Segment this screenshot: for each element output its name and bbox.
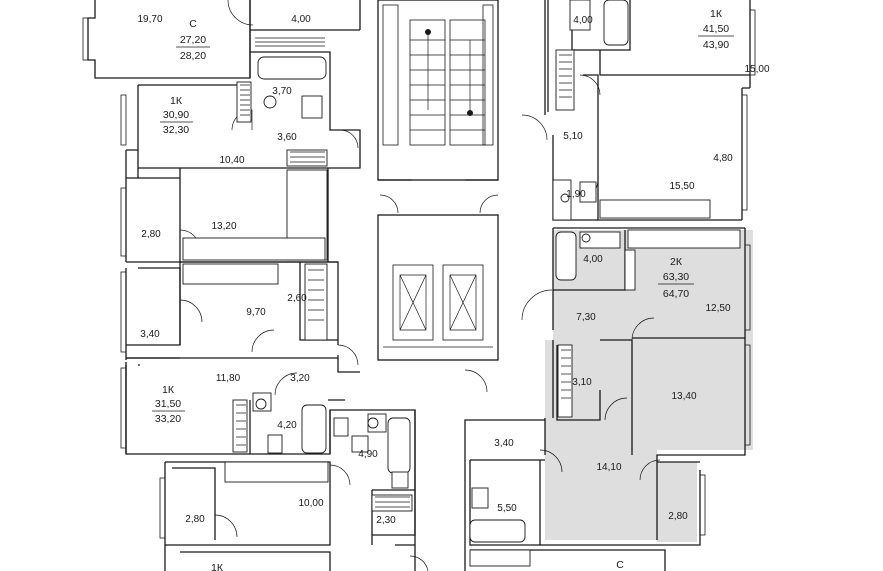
apartment-top-left: С 27,20 28,20 bbox=[176, 18, 210, 62]
apartment-living-area: 30,90 bbox=[163, 109, 189, 121]
room-area: 15,50 bbox=[669, 181, 694, 192]
room-area: 1,90 bbox=[566, 189, 586, 200]
room-area: 7,30 bbox=[576, 312, 596, 323]
apartment-bottom-left: 1К bbox=[211, 562, 224, 571]
room-area: 19,70 bbox=[137, 14, 162, 25]
apartment-total-area: 32,30 bbox=[163, 124, 189, 136]
room-area: 5,50 bbox=[497, 503, 517, 514]
room-area: 10,40 bbox=[219, 155, 244, 166]
apartment-type: 1К bbox=[710, 8, 723, 20]
apartment-left-2: 1К 31,50 33,20 bbox=[152, 384, 185, 425]
room-area: 9,70 bbox=[246, 307, 266, 318]
room-area: 3,10 bbox=[572, 377, 592, 388]
apartment-living-area: 41,50 bbox=[703, 23, 729, 35]
room-area: 2,30 bbox=[376, 515, 396, 526]
room-areas: 19,70 4,00 3,70 3,60 10,40 13,20 2,80 9,… bbox=[137, 14, 769, 526]
fixtures bbox=[182, 0, 741, 567]
apartment-living-area: 31,50 bbox=[155, 398, 181, 410]
room-area: 2,80 bbox=[668, 511, 688, 522]
room-area: 3,70 bbox=[272, 86, 292, 97]
room-area: 4,20 bbox=[277, 420, 297, 431]
room-area: 3,40 bbox=[494, 438, 514, 449]
room-area: 5,10 bbox=[563, 131, 583, 142]
apartment-type: С bbox=[616, 559, 624, 571]
room-area: 4,00 bbox=[573, 15, 593, 26]
room-area: 13,20 bbox=[211, 221, 236, 232]
core-walls bbox=[377, 0, 499, 361]
left-windows bbox=[82, 17, 166, 539]
room-area: 13,40 bbox=[671, 391, 696, 402]
room-area: 12,50 bbox=[705, 303, 730, 314]
apartment-living-area: 27,20 bbox=[180, 34, 206, 46]
apartment-type: 1К bbox=[170, 95, 183, 107]
room-area: 4,90 bbox=[358, 449, 378, 460]
room-area: 2,80 bbox=[185, 514, 205, 525]
apartment-type: 2К bbox=[670, 256, 683, 268]
room-area: 4,00 bbox=[583, 254, 603, 265]
room-area: 14,10 bbox=[596, 462, 621, 473]
room-area: 3,60 bbox=[277, 132, 297, 143]
left-block-walls bbox=[87, 0, 416, 571]
room-area: 4,80 bbox=[713, 153, 733, 164]
apartment-type: 1К bbox=[162, 384, 175, 396]
right-block-walls bbox=[464, 0, 751, 571]
room-area: 2,60 bbox=[287, 293, 307, 304]
apartment-total-area: 43,90 bbox=[703, 39, 729, 51]
apartment-right-2k: 2К 63,30 64,70 bbox=[658, 256, 694, 300]
room-area: 15,00 bbox=[744, 64, 769, 75]
room-area: 10,00 bbox=[298, 498, 323, 509]
room-area: 11,80 bbox=[216, 373, 241, 384]
apartment-total-area: 28,20 bbox=[180, 50, 206, 62]
apartment-total-area: 33,20 bbox=[155, 413, 181, 425]
room-area: 4,00 bbox=[291, 14, 311, 25]
apartment-living-area: 63,30 bbox=[663, 271, 689, 283]
right-windows bbox=[699, 9, 756, 536]
apartment-top-right: 1К 41,50 43,90 bbox=[698, 8, 734, 51]
apartment-bottom-right: С bbox=[616, 559, 624, 571]
apartment-total-area: 64,70 bbox=[663, 288, 689, 300]
room-area: 3,40 bbox=[140, 329, 160, 340]
apartment-type: С bbox=[189, 18, 197, 30]
room-area: 2,80 bbox=[141, 229, 161, 240]
apartment-type: 1К bbox=[211, 562, 224, 571]
apartment-left-1: 1К 30,90 32,30 bbox=[160, 95, 193, 136]
room-area: 3,20 bbox=[290, 373, 310, 384]
